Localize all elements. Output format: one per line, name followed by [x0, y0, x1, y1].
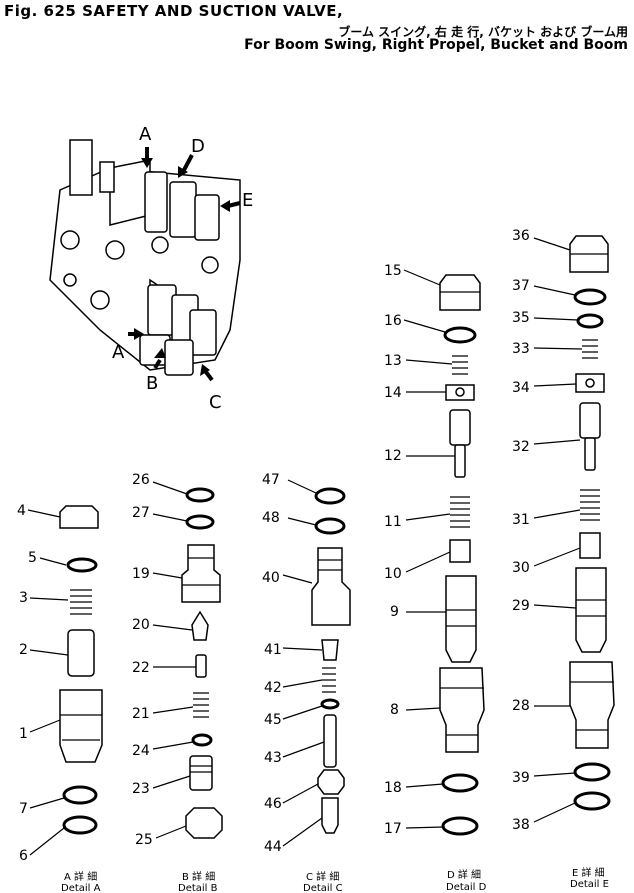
arrow-label-a-lower: A	[112, 342, 125, 363]
figure-title: Fig. 625 SAFETY AND SUCTION VALVE,	[4, 2, 344, 20]
detail-e-group: 36 37 35 33 34 32 31 30 29 28 39 38 E 詳 …	[512, 228, 615, 890]
part-number-14: 14	[384, 385, 402, 401]
detail-d-group: 15 16 13 14 12 11 10 9 8 18 17 D 詳 細 Det…	[384, 263, 487, 893]
part-number-8: 8	[390, 702, 399, 718]
detail-b-caption-jp: B 詳 細	[182, 870, 215, 883]
part-number-6: 6	[19, 848, 28, 864]
part-number-9: 9	[390, 604, 399, 620]
assembly-callout-arrows: A D E A B C	[112, 124, 253, 413]
part-number-24: 24	[132, 743, 150, 759]
detail-c-group: 47 48 40 41 42 45 43 46 44 C 詳 細 Detail …	[262, 472, 351, 893]
part-number-32: 32	[512, 439, 530, 455]
detail-a-caption: Detail A	[61, 883, 101, 893]
arrow-label-b: B	[146, 373, 158, 394]
subtitle-japanese: ブーム スイング, 右 走 行, バケット および ブーム用	[338, 25, 628, 39]
part-number-25: 25	[135, 832, 153, 848]
part-number-36: 36	[512, 228, 530, 244]
part-number-34: 34	[512, 380, 530, 396]
part-number-33: 33	[512, 341, 530, 357]
detail-d-caption-jp: D 詳 細	[447, 868, 481, 881]
detail-d-caption: Detail D	[446, 882, 487, 893]
part-number-35: 35	[512, 310, 530, 326]
part-number-4: 4	[17, 503, 26, 519]
part-number-21: 21	[132, 706, 150, 722]
arrow-label-a: A	[139, 124, 152, 145]
part-number-17: 17	[384, 821, 402, 837]
part-number-5: 5	[28, 550, 37, 566]
part-number-12: 12	[384, 448, 402, 464]
part-number-13: 13	[384, 353, 402, 369]
part-number-7: 7	[19, 801, 28, 817]
part-number-48: 48	[262, 510, 280, 526]
part-number-27: 27	[132, 505, 150, 521]
part-number-37: 37	[512, 278, 530, 294]
detail-a-caption-jp: A 詳 細	[64, 870, 97, 883]
part-number-41: 41	[264, 642, 282, 658]
valve-assembly-illustration	[49, 139, 241, 376]
part-number-19: 19	[132, 566, 150, 582]
arrow-label-d: D	[191, 136, 205, 157]
part-number-47: 47	[262, 472, 280, 488]
part-number-42: 42	[264, 680, 282, 696]
detail-e-caption: Detail E	[570, 879, 609, 890]
detail-a-group: 4 5 3 2 1 7 6 A 詳 細 Detail A	[17, 503, 103, 893]
part-number-3: 3	[19, 590, 28, 606]
part-number-16: 16	[384, 313, 402, 329]
part-number-38: 38	[512, 817, 530, 833]
detail-b-group: 26 27 19 20 22 21 24 23 25 B 詳 細 Detail …	[132, 472, 223, 893]
part-number-11: 11	[384, 514, 402, 530]
detail-c-caption-jp: C 詳 細	[306, 870, 339, 883]
part-number-44: 44	[264, 839, 282, 855]
part-number-29: 29	[512, 598, 530, 614]
part-number-46: 46	[264, 796, 282, 812]
detail-e-caption-jp: E 詳 細	[572, 866, 605, 879]
part-number-26: 26	[132, 472, 150, 488]
subtitle-english: For Boom Swing, Right Propel, Bucket and…	[244, 37, 628, 53]
part-number-20: 20	[132, 617, 150, 633]
part-number-45: 45	[264, 712, 282, 728]
part-number-43: 43	[264, 750, 282, 766]
part-number-22: 22	[132, 660, 150, 676]
arrow-label-e: E	[242, 190, 253, 211]
part-number-39: 39	[512, 770, 530, 786]
arrow-label-c: C	[209, 392, 222, 413]
detail-c-caption: Detail C	[303, 883, 343, 893]
part-number-10: 10	[384, 566, 402, 582]
part-number-18: 18	[384, 780, 402, 796]
part-number-31: 31	[512, 512, 530, 528]
part-number-40: 40	[262, 570, 280, 586]
detail-b-caption: Detail B	[178, 883, 218, 893]
part-number-28: 28	[512, 698, 530, 714]
part-number-1: 1	[19, 726, 28, 742]
part-number-30: 30	[512, 560, 530, 576]
part-number-23: 23	[132, 781, 150, 797]
part-number-2: 2	[19, 642, 28, 658]
part-number-15: 15	[384, 263, 402, 279]
